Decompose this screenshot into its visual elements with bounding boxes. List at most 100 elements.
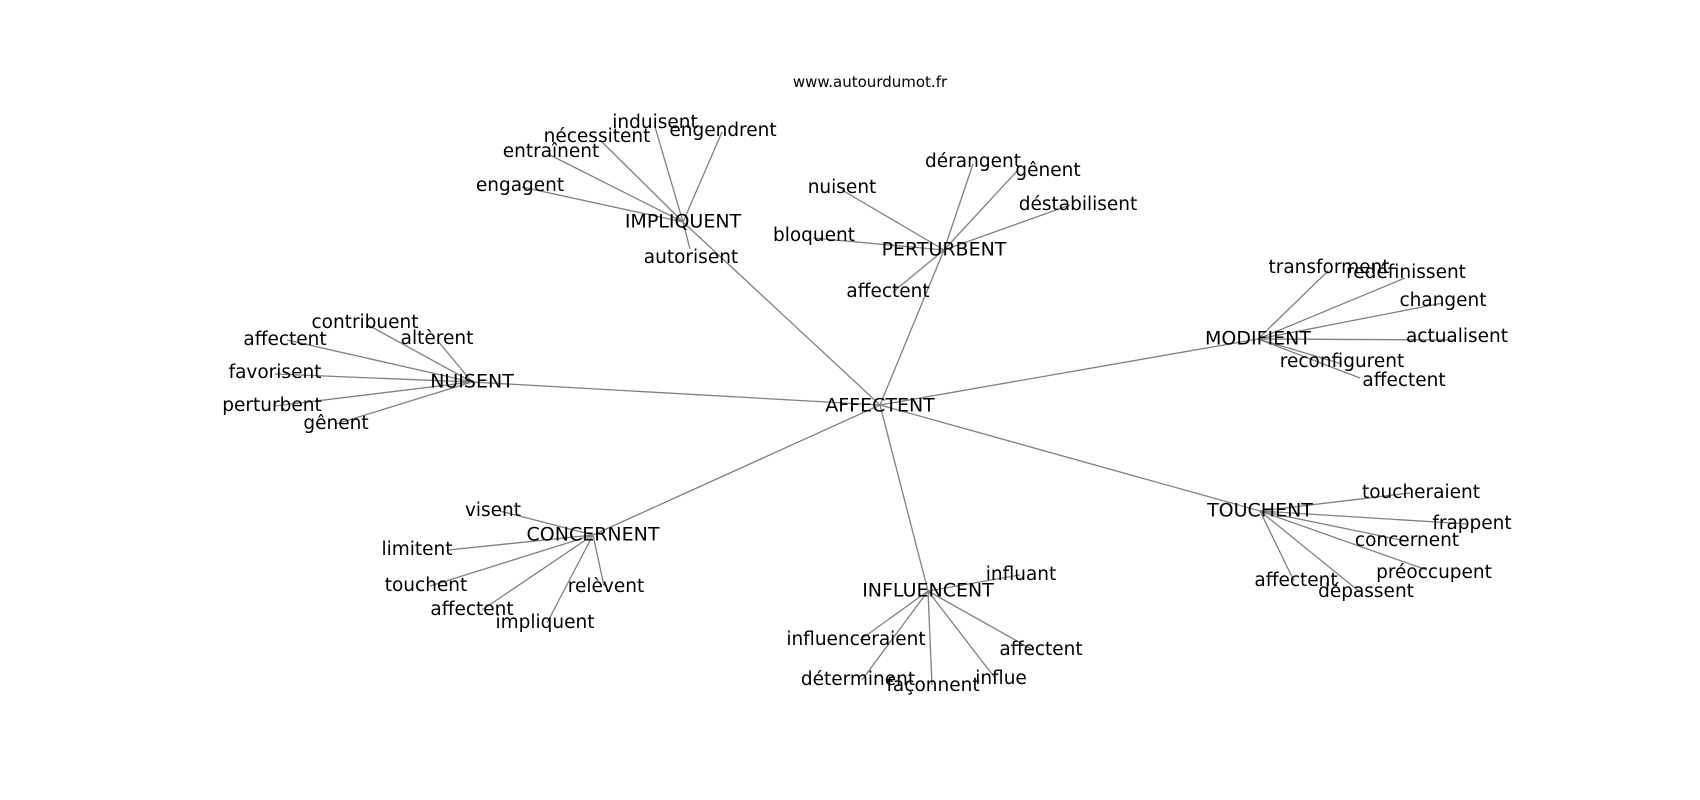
leaf-label-modifient-0: transforment <box>1268 257 1389 278</box>
leaf-label-nuisent-0: contribuent <box>311 312 418 333</box>
edge-concernent-leaf-3 <box>481 534 594 611</box>
edge-center-touchent <box>879 404 1261 512</box>
leaf-label-influencent-1: influenceraient <box>786 629 925 650</box>
edge-modifient-leaf-2 <box>1257 302 1444 340</box>
leaf-label-nuisent-3: favorisent <box>229 362 322 383</box>
leaf-label-touchent-2: concernent <box>1355 530 1459 551</box>
leaf-label-modifient-2: changent <box>1399 290 1486 311</box>
edge-modifient-leaf-3 <box>1257 338 1456 341</box>
edge-perturbent-leaf-0 <box>943 163 974 251</box>
edge-center-impliquent <box>682 221 881 406</box>
edge-perturbent-leaf-3 <box>943 204 1071 251</box>
edge-center-influencent <box>879 404 929 592</box>
leaf-label-influencent-4: façonnent <box>886 675 979 696</box>
edge-center-perturbent <box>879 249 945 406</box>
leaf-label-touchent-5: dépassent <box>1318 581 1414 602</box>
edge-concernent-leaf-4 <box>546 534 594 624</box>
edge-impliquent-leaf-3 <box>549 154 684 223</box>
edge-concernent-leaf-2 <box>429 534 594 587</box>
edge-modifient-leaf-5 <box>1257 338 1361 379</box>
hub-label-impliquent: IMPLIQUENT <box>625 211 742 233</box>
leaf-label-perturbent-5: affectent <box>846 281 929 302</box>
edge-nuisent-leaf-3 <box>274 373 473 383</box>
leaf-label-touchent-4: affectent <box>1254 570 1337 591</box>
leaf-label-modifient-3: actualisent <box>1406 326 1508 347</box>
hub-label-influencent: INFLUENCENT <box>862 580 994 602</box>
edge-modifient-leaf-4 <box>1257 338 1343 365</box>
edge-touchent-leaf-5 <box>1259 510 1361 593</box>
leaf-label-touchent-3: préoccupent <box>1376 562 1492 583</box>
leaf-label-concernent-2: touchent <box>385 575 468 596</box>
leaf-label-influencent-5: influe <box>975 668 1027 689</box>
edge-impliquent-leaf-0 <box>654 126 684 223</box>
edge-influencent-leaf-1 <box>859 590 929 641</box>
edge-impliquent-leaf-4 <box>521 186 684 223</box>
leaf-label-nuisent-2: altèrent <box>401 328 474 349</box>
site-credit: www.autourdumot.fr <box>792 73 948 91</box>
edge-perturbent-leaf-1 <box>943 169 1019 251</box>
hub-label-perturbent: PERTURBENT <box>882 239 1007 261</box>
hub-label-concernent: CONCERNENT <box>527 524 660 546</box>
edge-perturbent-leaf-4 <box>812 237 945 251</box>
leaf-label-impliquent-0: induisent <box>612 112 697 133</box>
leaf-label-influencent-2: affectent <box>999 639 1082 660</box>
edge-concernent-leaf-5 <box>592 534 605 587</box>
edge-touchent-leaf-1 <box>1259 510 1469 525</box>
edge-center-modifient <box>879 338 1259 406</box>
leaf-label-concernent-0: visent <box>465 500 521 521</box>
center-label: AFFECTENT <box>825 395 935 417</box>
leaf-label-modifient-5: affectent <box>1362 370 1445 391</box>
edge-impliquent-leaf-1 <box>599 139 684 223</box>
edge-influencent-leaf-0 <box>927 574 1021 592</box>
leaf-label-modifient-1: redéfinissent <box>1346 262 1466 283</box>
leaf-label-impliquent-1: nécessitent <box>544 126 651 147</box>
leaf-label-impliquent-4: engagent <box>476 175 564 196</box>
edge-center-nuisent <box>471 381 881 406</box>
hub-label-modifient: MODIFIENT <box>1205 328 1311 350</box>
edge-perturbent-leaf-2 <box>841 189 945 251</box>
edge-nuisent-leaf-2 <box>436 339 473 383</box>
edge-nuisent-leaf-4 <box>274 381 473 407</box>
edge-nuisent-leaf-5 <box>335 381 473 425</box>
leaf-label-perturbent-4: bloquent <box>773 225 855 246</box>
edge-concernent-leaf-1 <box>447 534 594 551</box>
leaf-label-touchent-0: toucheraient <box>1362 482 1480 503</box>
leaf-label-influencent-3: déterminent <box>801 669 915 690</box>
edge-concernent-leaf-0 <box>499 510 594 536</box>
leaf-label-nuisent-4: perturbent <box>222 395 321 416</box>
graph-edges <box>274 126 1469 686</box>
edge-perturbent-leaf-5 <box>892 249 945 293</box>
leaf-label-perturbent-3: déstabilisent <box>1019 194 1138 215</box>
edge-nuisent-leaf-0 <box>367 324 473 383</box>
edge-touchent-leaf-4 <box>1259 510 1295 582</box>
edge-touchent-leaf-2 <box>1259 510 1407 542</box>
leaf-label-perturbent-2: nuisent <box>808 177 877 198</box>
edge-touchent-leaf-3 <box>1259 510 1428 571</box>
edge-impliquent-leaf-5 <box>682 221 691 250</box>
edge-influencent-leaf-5 <box>927 590 996 679</box>
leaf-label-impliquent-3: entraînent <box>503 141 600 162</box>
leaf-label-perturbent-0: dérangent <box>925 151 1021 172</box>
edge-touchent-leaf-0 <box>1259 492 1411 512</box>
leaf-label-concernent-1: limitent <box>381 539 452 560</box>
edge-center-concernent <box>592 404 881 536</box>
edge-nuisent-leaf-1 <box>286 339 473 383</box>
leaf-label-impliquent-5: autorisent <box>644 247 738 268</box>
edge-influencent-leaf-4 <box>927 590 933 686</box>
leaf-label-concernent-4: impliquent <box>495 612 594 633</box>
leaf-label-modifient-4: reconfigurent <box>1280 351 1404 372</box>
edge-modifient-leaf-1 <box>1257 277 1406 340</box>
leaf-label-concernent-3: affectent <box>430 599 513 620</box>
hub-label-touchent: TOUCHENT <box>1206 500 1313 522</box>
hub-label-nuisent: NUISENT <box>430 371 514 393</box>
edge-influencent-leaf-3 <box>861 590 929 681</box>
leaf-label-touchent-1: frappent <box>1432 513 1511 534</box>
edge-influencent-leaf-2 <box>927 590 1034 651</box>
leaf-label-perturbent-1: gênent <box>1015 160 1080 181</box>
leaf-label-nuisent-1: affectent <box>243 329 326 350</box>
leaf-label-influencent-0: influant <box>986 564 1057 585</box>
leaf-label-impliquent-2: engendrent <box>669 120 776 141</box>
edge-modifient-leaf-0 <box>1257 270 1329 340</box>
